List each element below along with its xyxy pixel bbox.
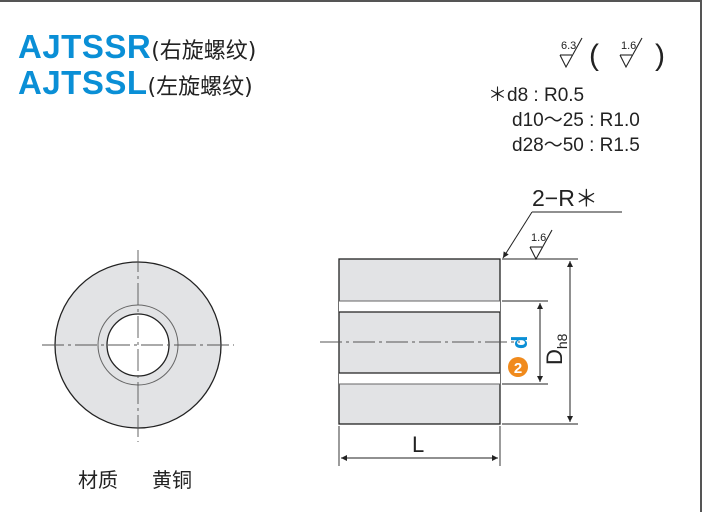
roughness-symbol-primary: 6.3 [559,37,583,69]
front-view [42,250,234,442]
marker-badge: 2 [508,357,528,377]
dimension-outer-diameter: Dh8 [502,258,578,425]
frame-top-border [0,0,702,2]
title-left-code: AJTSSL [18,64,148,101]
outer-diameter-label: D [542,349,567,365]
material-label: 材质 [78,468,118,492]
side-body [338,258,501,425]
edge-roughness-value: 1.6 [531,232,546,244]
title-right-code: AJTSSR [18,28,152,65]
note-line-1: ＊d8 : R0.5 [488,85,585,106]
marker-number: 2 [514,360,522,377]
frame-right-border [700,0,702,512]
note-line-3: d28～50 : R1.5 [512,135,640,156]
title-right-desc: (右旋螺纹) [151,39,257,64]
svg-text:Dh8: Dh8 [542,333,570,365]
title-right-thread: AJTSSR(右旋螺纹) [18,30,256,63]
roughness-close-paren: ) [655,39,665,72]
material-value: 黄铜 [152,468,192,492]
inner-diameter-label: d [507,336,532,349]
dimension-length: L [338,426,501,466]
edge-roughness-symbol: 1.6 [529,229,553,261]
roughness-secondary-value: 1.6 [621,40,636,52]
length-label: L [412,432,424,457]
title-left-thread: AJTSSL(左旋螺纹) [18,66,253,99]
roughness-symbol-secondary: 1.6 [619,37,643,69]
dimension-inner-diameter: d [502,300,548,385]
side-thread-bottom [339,373,500,384]
chamfer-label: 2−R＊ [532,185,598,211]
side-view [320,258,520,425]
note-line-2: d10～25 : R1.0 [512,110,640,131]
side-thread-top [339,301,500,312]
title-left-desc: (左旋螺纹) [147,75,253,100]
roughness-primary-value: 6.3 [561,40,576,52]
outer-diameter-tolerance: h8 [554,333,570,349]
chamfer-callout: 2−R＊ [502,185,622,259]
roughness-open-paren: ( [589,39,599,72]
